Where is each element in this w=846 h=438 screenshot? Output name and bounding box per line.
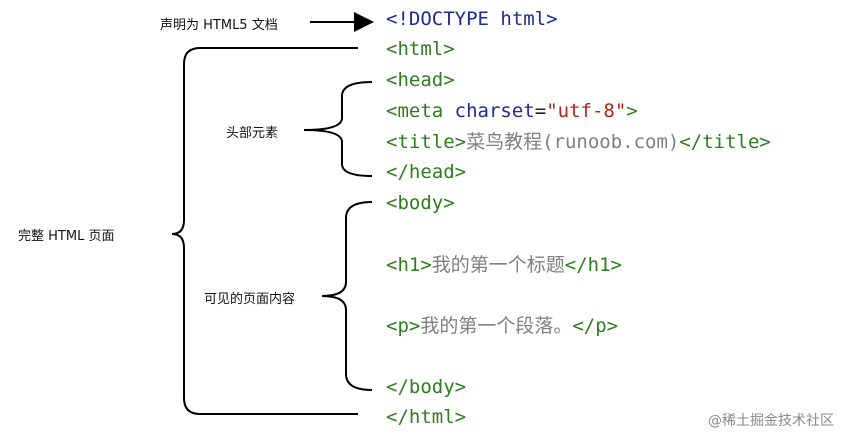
body-open-tag: <body> (386, 192, 455, 214)
code-line-p: <p>我的第一个段落。</p> (386, 314, 618, 338)
html-open-tag: <html> (386, 38, 455, 60)
head-note: 头部元素 (226, 126, 279, 141)
code-line-body-close: </body> (386, 375, 466, 399)
p-open-tag: <p> (386, 315, 421, 337)
head-close-tag: </head> (386, 161, 467, 183)
body-close-tag: </body> (386, 376, 467, 398)
page-brace (171, 47, 358, 415)
code-line-h1: <h1>我的第一个标题</h1> (386, 253, 622, 277)
meta-equals: = (534, 100, 547, 122)
h1-text: 我的第一个标题 (431, 254, 565, 276)
watermark: @稀土掘金技术社区 (708, 413, 834, 429)
code-line-body-open: <body> (386, 191, 455, 215)
meta-close: > (626, 100, 638, 122)
doctype-note: 声明为 HTML5 文档 (160, 18, 278, 33)
code-line-html-open: <html> (386, 37, 455, 61)
p-text: 我的第一个段落。 (420, 315, 573, 337)
body-brace (321, 201, 373, 391)
code-line-meta: <meta charset="utf-8"> (386, 99, 638, 123)
title-open-tag: <title> (386, 131, 467, 153)
head-open-tag: <head> (386, 69, 455, 91)
html-close-tag: </html> (386, 406, 467, 428)
meta-attribute: charset (454, 100, 535, 122)
meta-value: "utf-8" (546, 100, 627, 122)
code-line-head-open: <head> (386, 68, 455, 92)
head-brace (303, 81, 373, 177)
body-note: 可见的页面内容 (204, 292, 296, 307)
code-line-title: <title>菜鸟教程(runoob.com)</title> (386, 130, 771, 154)
p-close-tag: </p> (572, 315, 619, 337)
title-close-tag: </title> (679, 131, 771, 153)
code-line-html-close: </html> (386, 405, 466, 429)
meta-tag: <meta (386, 100, 444, 122)
code-line-head-close: </head> (386, 160, 466, 184)
h1-close-tag: </h1> (564, 254, 622, 276)
page-note: 完整 HTML 页面 (18, 229, 115, 244)
doctype-token: <!DOCTYPE html> (386, 8, 558, 30)
title-text: 菜鸟教程(runoob.com) (466, 131, 680, 153)
code-line-doctype: <!DOCTYPE html> (386, 7, 558, 31)
h1-open-tag: <h1> (386, 254, 432, 276)
